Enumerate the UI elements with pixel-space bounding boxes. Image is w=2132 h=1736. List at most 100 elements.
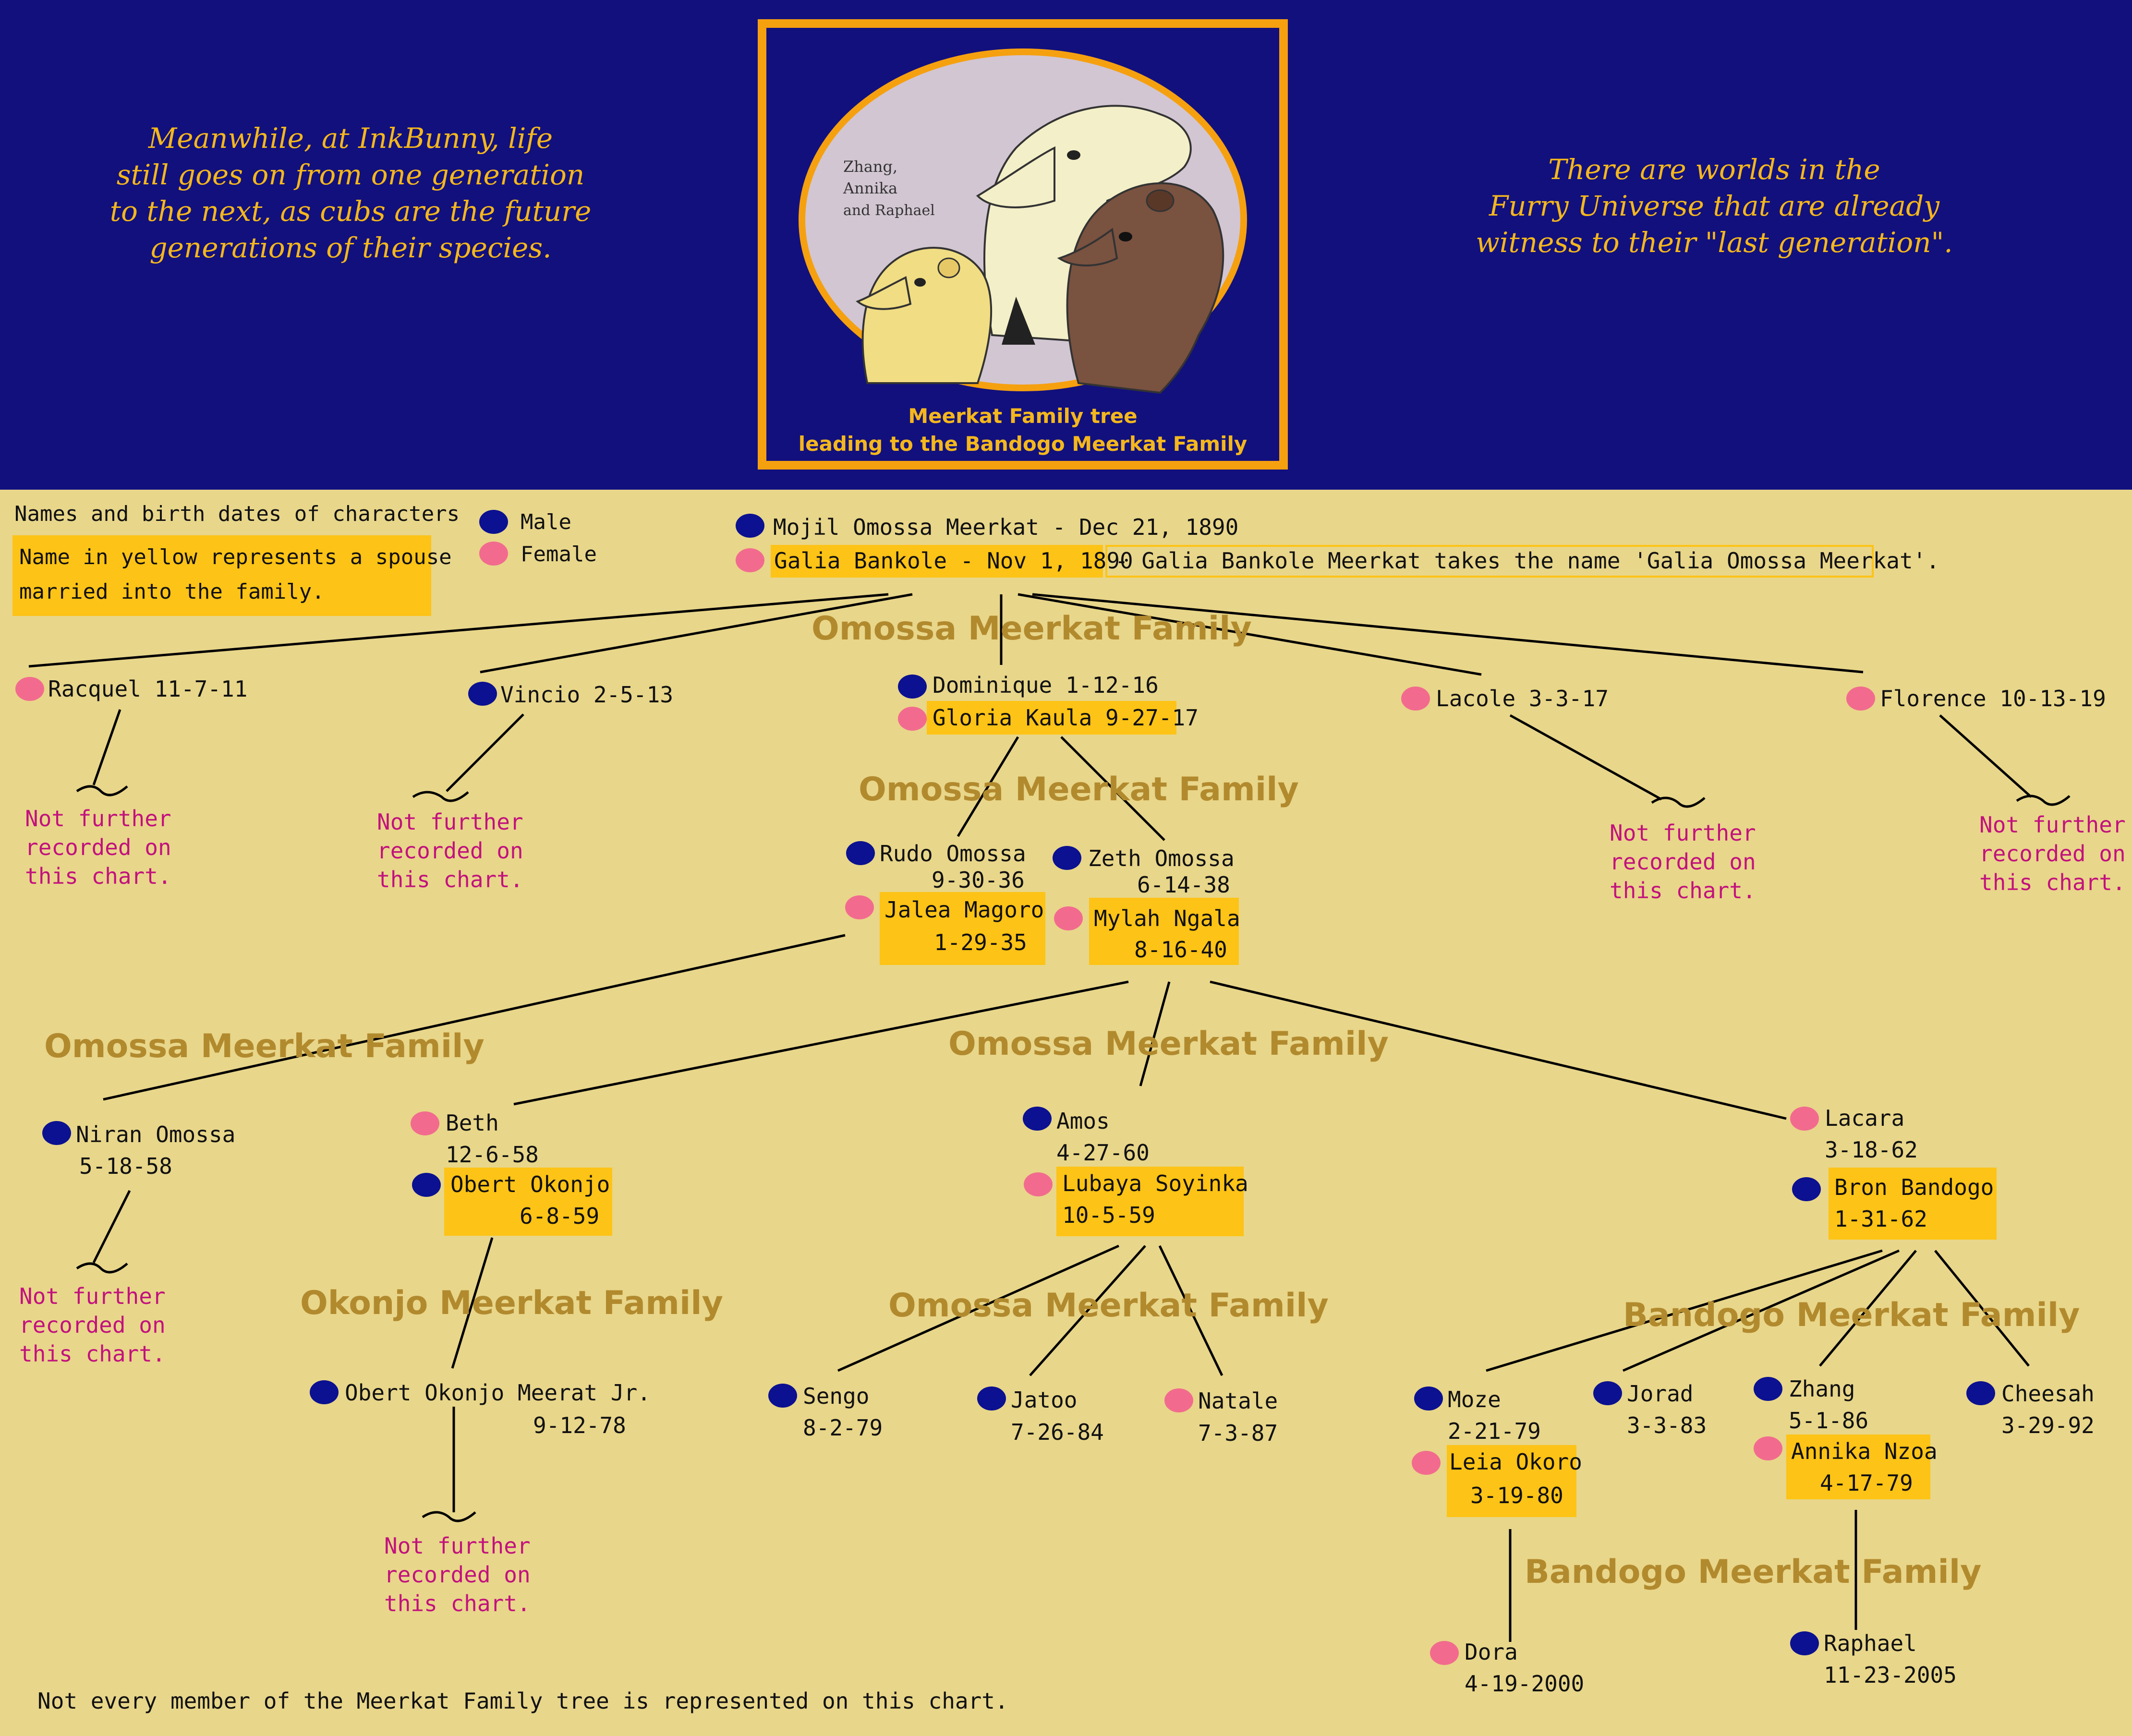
female-marker-icon bbox=[898, 707, 927, 731]
person-cheesah-date: 3-29-92 bbox=[2001, 1412, 2095, 1438]
footer-note: Not every member of the Meerkat Family t… bbox=[37, 1688, 1008, 1714]
spouse-highlight bbox=[771, 545, 1103, 578]
person-jorad-date: 3-3-83 bbox=[1627, 1412, 1707, 1438]
male-marker-icon bbox=[468, 682, 497, 706]
male-marker-icon bbox=[1792, 1177, 1821, 1201]
family-label: Omossa Meerkat Family bbox=[859, 771, 1299, 808]
person-zeth-date: 6-14-38 bbox=[1137, 872, 1230, 898]
not-recorded-note: Not further recorded on this chart. bbox=[377, 809, 523, 892]
person-rudo: Rudo Omossa bbox=[880, 841, 1026, 867]
male-marker-icon bbox=[1023, 1107, 1052, 1131]
left-quote-line: still goes on from one generation bbox=[116, 158, 585, 191]
person-sengo: Sengo bbox=[803, 1383, 870, 1409]
male-marker-icon bbox=[977, 1386, 1006, 1410]
male-marker-icon bbox=[479, 510, 508, 534]
person-gloria: Gloria Kaula 9-27-17 bbox=[933, 705, 1199, 731]
left-quote-line: Meanwhile, at InkBunny, life bbox=[148, 122, 553, 155]
not-recorded-note: Not further recorded on this chart. bbox=[19, 1283, 166, 1367]
person-beth-date: 12-6-58 bbox=[446, 1142, 539, 1168]
person-vincio: Vincio 2-5-13 bbox=[500, 682, 674, 708]
male-marker-icon bbox=[736, 514, 764, 538]
person-mylah-date: 8-16-40 bbox=[1134, 937, 1227, 963]
spouse-highlight bbox=[1089, 898, 1239, 965]
male-marker-icon bbox=[1966, 1381, 1995, 1405]
female-marker-icon bbox=[411, 1111, 439, 1135]
right-quote-line: There are worlds in the bbox=[1548, 153, 1880, 186]
female-marker-icon bbox=[479, 542, 508, 566]
person-amos-date: 4-27-60 bbox=[1056, 1140, 1150, 1166]
not-recorded-note: Not further recorded on this chart. bbox=[25, 806, 171, 889]
male-marker-icon bbox=[846, 841, 875, 865]
person-beth: Beth bbox=[446, 1110, 499, 1136]
person-zeth: Zeth Omossa bbox=[1088, 845, 1235, 871]
not-recorded-note: Not further recorded on this chart. bbox=[1979, 812, 2126, 895]
family-label: Bandogo Meerkat Family bbox=[1525, 1553, 1982, 1591]
female-marker-icon bbox=[1024, 1172, 1053, 1196]
spouse-highlight bbox=[1786, 1435, 1930, 1499]
right-quote: There are worlds in the Furry Universe t… bbox=[1441, 151, 1988, 261]
spouse-highlight bbox=[1056, 1167, 1244, 1236]
spouse-highlight bbox=[1447, 1445, 1576, 1517]
male-marker-icon bbox=[1593, 1381, 1622, 1405]
legend-title: Names and birth dates of characters bbox=[14, 502, 460, 526]
female-marker-icon bbox=[15, 677, 44, 701]
person-florence: Florence 10-13-19 bbox=[1880, 686, 2106, 711]
left-quote-line: generations of their species. bbox=[149, 231, 552, 264]
female-marker-icon bbox=[1846, 687, 1875, 711]
female-marker-icon bbox=[1790, 1107, 1819, 1131]
person-lubaya: Lubaya Soyinka bbox=[1062, 1170, 1248, 1196]
person-amos: Amos bbox=[1056, 1108, 1110, 1134]
person-leia: Leia Okoro bbox=[1449, 1449, 1582, 1475]
male-marker-icon bbox=[768, 1384, 797, 1408]
person-jalea: Jalea Magoro bbox=[884, 897, 1044, 923]
legend-spouse-note: Name in yellow represents a spouse marri… bbox=[19, 540, 452, 609]
portrait-label-line: Zhang, bbox=[843, 157, 897, 176]
male-marker-icon bbox=[898, 675, 927, 699]
person-obert-date: 6-8-59 bbox=[520, 1203, 600, 1229]
caption-line: Meerkat Family tree bbox=[908, 404, 1138, 428]
person-lacara: Lacara bbox=[1825, 1105, 1905, 1131]
female-marker-icon bbox=[1430, 1641, 1459, 1665]
person-galia: Galia Bankole - Nov 1, 1890 bbox=[774, 548, 1133, 574]
portrait-label-line: and Raphael bbox=[843, 202, 935, 219]
person-bron-date: 1-31-62 bbox=[1834, 1206, 1927, 1232]
female-marker-icon bbox=[1164, 1388, 1193, 1412]
female-marker-icon bbox=[1054, 906, 1083, 930]
family-label: Omossa Meerkat Family bbox=[948, 1025, 1389, 1063]
person-jatoo-date: 7-26-84 bbox=[1011, 1419, 1104, 1445]
person-leia-date: 3-19-80 bbox=[1470, 1483, 1563, 1508]
male-marker-icon bbox=[42, 1121, 71, 1145]
person-jalea-date: 1-29-35 bbox=[934, 929, 1027, 955]
person-annika: Annika Nzoa bbox=[1791, 1438, 1938, 1464]
spouse-highlight bbox=[444, 1168, 612, 1236]
person-dora-date: 4-19-2000 bbox=[1465, 1671, 1585, 1697]
left-quote-line: to the next, as cubs are the future bbox=[109, 195, 592, 228]
person-annika-date: 4-17-79 bbox=[1820, 1470, 1913, 1496]
male-marker-icon bbox=[1414, 1386, 1443, 1410]
male-marker-icon bbox=[1053, 846, 1081, 870]
header-banner: Meanwhile, at InkBunny, life still goes … bbox=[0, 0, 2132, 490]
caption-line: leading to the Bandogo Meerkat Family bbox=[798, 432, 1248, 456]
legend-female-label: Female bbox=[521, 542, 597, 567]
not-recorded-note: Not further recorded on this chart. bbox=[384, 1533, 531, 1616]
not-recorded-note: Not further recorded on this chart. bbox=[1610, 820, 1756, 904]
person-obert: Obert Okonjo bbox=[450, 1171, 610, 1197]
person-bron: Bron Bandogo bbox=[1834, 1174, 1994, 1200]
family-label: Omossa Meerkat Family bbox=[44, 1027, 485, 1065]
person-raphael: Raphael bbox=[1824, 1630, 1917, 1656]
person-moze-date: 2-21-79 bbox=[1448, 1418, 1541, 1444]
legend-spouse-box bbox=[12, 535, 431, 616]
meerkat-portrait-illustration: Zhang, Annika and Raphael bbox=[799, 48, 1247, 394]
person-obert-jr: Obert Okonjo Meerat Jr. bbox=[345, 1380, 651, 1406]
male-marker-icon bbox=[1790, 1631, 1819, 1655]
female-marker-icon bbox=[845, 895, 874, 919]
person-niran: Niran Omossa bbox=[76, 1121, 236, 1147]
male-marker-icon bbox=[412, 1173, 441, 1197]
female-marker-icon bbox=[1401, 687, 1430, 711]
spouse-highlight bbox=[1829, 1168, 1997, 1240]
person-zhang-date: 5-1-86 bbox=[1789, 1408, 1869, 1434]
person-obert-jr-date: 9-12-78 bbox=[533, 1412, 626, 1438]
person-sengo-date: 8-2-79 bbox=[803, 1415, 883, 1441]
person-lacara-date: 3-18-62 bbox=[1825, 1137, 1918, 1163]
